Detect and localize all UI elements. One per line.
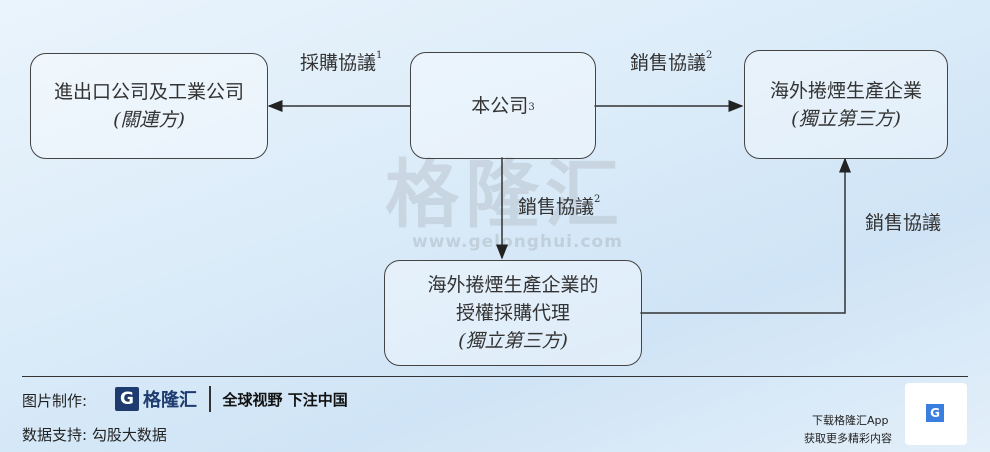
footer-divider <box>22 376 968 377</box>
node-authorized-agent: 海外捲煙生產企業的 授權採購代理 (獨立第三方) <box>384 260 642 366</box>
app-promo-text: 获取更多精彩内容 <box>804 432 892 445</box>
gelonghui-logo: G 格隆汇 全球视野 下注中国 <box>115 386 348 412</box>
node-sublabel: (關連方) <box>113 109 185 131</box>
edge-label-sales-overseas: 銷售協議2 <box>630 50 713 74</box>
node-label: 進出口公司及工業公司 <box>53 81 244 103</box>
made-by-label: 图片制作: <box>22 392 88 410</box>
edge-label-purchase: 採購協議1 <box>300 50 383 74</box>
node-company: 本公司3 <box>410 52 596 159</box>
edge-label-agent-to-overseas: 銷售協議 <box>865 212 942 234</box>
node-related-party: 進出口公司及工業公司 (關連方) <box>30 53 268 159</box>
qr-logo-icon: G <box>926 404 944 422</box>
logo-g-icon: G <box>115 387 139 411</box>
app-download-text: 下载格隆汇App <box>812 414 889 427</box>
slogan: 全球视野 下注中国 <box>222 390 348 409</box>
node-overseas-manufacturer: 海外捲煙生產企業 (獨立第三方) <box>744 50 948 159</box>
node-sublabel: (獨立第三方) <box>458 330 568 352</box>
node-label: 本公司3 <box>471 94 535 117</box>
arrow-agent-to-overseas <box>640 157 851 314</box>
node-label: 海外捲煙生產企業 <box>769 79 922 102</box>
watermark-url: www.gelonghui.com <box>412 232 623 252</box>
logo-divider <box>209 386 211 412</box>
edge-label-sales-agent: 銷售協議2 <box>518 194 601 218</box>
data-support: 数据支持: 勾股大数据 <box>22 426 167 444</box>
node-label: 海外捲煙生產企業的 <box>427 274 599 296</box>
node-label: 授權採購代理 <box>455 302 570 324</box>
node-sublabel: (獨立第三方) <box>791 107 901 130</box>
